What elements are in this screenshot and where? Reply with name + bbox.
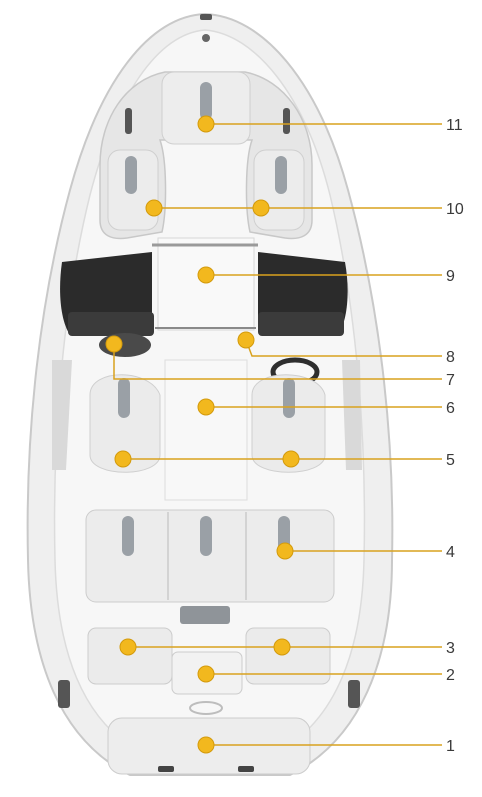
bow-cleat [200, 14, 212, 20]
rear-bench-stripe-left [122, 516, 134, 556]
cockpit-floor [164, 359, 248, 501]
side-panel-left [52, 360, 72, 470]
callout-number-6: 6 [446, 400, 455, 417]
engine-hatch-right [245, 627, 331, 685]
callout-line-7 [113, 344, 442, 380]
bow-seat-stripe-right [275, 156, 287, 194]
callout-number-4: 4 [446, 544, 455, 561]
callout-marker-2 [197, 665, 215, 683]
helm-seat-stripe-right [283, 378, 295, 418]
callout-marker-4 [276, 542, 294, 560]
bow-seat-stripe-center [200, 82, 212, 120]
callout-number-1: 1 [446, 738, 455, 755]
walkthrough-floor [157, 237, 255, 331]
callout-marker-11 [197, 115, 215, 133]
callout-number-11: 11 [446, 117, 463, 134]
stern-ladder-mount [189, 701, 223, 715]
dash-left [68, 312, 154, 336]
callout-number-7: 7 [446, 372, 455, 389]
callout-marker-5b [282, 450, 300, 468]
callout-marker-9 [197, 266, 215, 284]
callout-marker-3a [119, 638, 137, 656]
callout-number-8: 8 [446, 349, 455, 366]
bow-grab-handle-left [125, 108, 132, 134]
callout-marker-3b [273, 638, 291, 656]
callout-number-5: 5 [446, 452, 455, 469]
bow-grab-handle-right [283, 108, 290, 134]
engine-hatch-left [87, 627, 173, 685]
callout-marker-6 [197, 398, 215, 416]
helm-seat-right [251, 374, 326, 473]
dash-right [258, 312, 344, 336]
callout-marker-8 [237, 331, 255, 349]
callout-number-10: 10 [446, 201, 464, 218]
side-panel-right [342, 360, 362, 470]
helm-seat-stripe-left [118, 378, 130, 418]
swim-platform-cleat-right [238, 766, 254, 772]
rear-bench-stripe-center [200, 516, 212, 556]
stern-vent-right [348, 680, 360, 708]
bow-light [202, 34, 210, 42]
stern-step [180, 606, 230, 624]
callout-marker-1 [197, 736, 215, 754]
callout-marker-10b [252, 199, 270, 217]
callout-marker-7 [105, 335, 123, 353]
callout-marker-5a [114, 450, 132, 468]
rear-bench [85, 509, 335, 603]
bow-seat-stripe-left [125, 156, 137, 194]
callout-number-9: 9 [446, 268, 455, 285]
callout-number-3: 3 [446, 640, 455, 657]
swim-platform-cleat-left [158, 766, 174, 772]
stern-vent-left [58, 680, 70, 708]
helm-seat-left [89, 374, 161, 473]
callout-marker-10a [145, 199, 163, 217]
callout-number-2: 2 [446, 667, 455, 684]
callout-layer: 11 10 9 8 7 6 5 4 3 [105, 115, 464, 755]
